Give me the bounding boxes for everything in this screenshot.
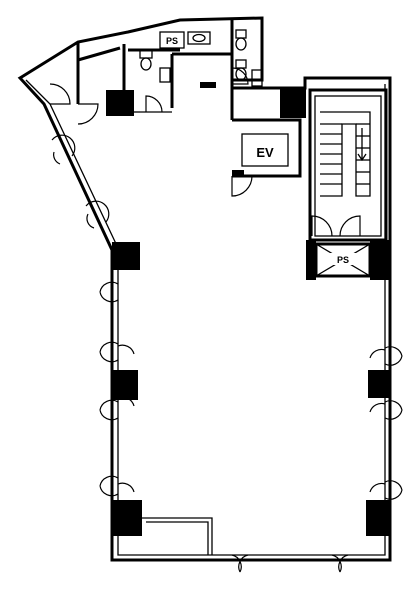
upper-left-rooms [76, 20, 306, 178]
window-swing [369, 348, 386, 359]
main-columns [112, 242, 390, 536]
window-swing [51, 134, 76, 165]
stair-enclosure-inner [314, 95, 382, 237]
outer-walls [17, 16, 392, 562]
alcove-wall [142, 517, 213, 555]
door-swing [231, 175, 253, 197]
column [112, 370, 138, 400]
window-swing [384, 480, 403, 500]
door-swing [77, 103, 99, 125]
stair-enclosure [308, 88, 388, 242]
ps-top-label: PS [166, 36, 178, 46]
stairwell [308, 88, 388, 242]
stair-treads [320, 123, 370, 185]
ps-shaft-bottom: PS [306, 240, 390, 280]
window-swing [99, 399, 119, 421]
alcove-wall [146, 521, 209, 555]
column [232, 170, 244, 176]
ps-bottom-label: PS [337, 255, 349, 265]
column [200, 82, 216, 88]
ps-bottom-box [314, 242, 372, 278]
toilet-fixtures [139, 29, 263, 87]
column [306, 240, 316, 280]
door-swings [49, 67, 253, 197]
column [112, 242, 140, 270]
elevator-shaft [241, 133, 289, 167]
window-swing [99, 281, 119, 303]
lower-left-alcove [142, 517, 213, 555]
window-swing [85, 200, 110, 229]
toilet-icon [235, 59, 247, 81]
column [370, 240, 390, 280]
ps-shaft-top: PS [159, 31, 185, 49]
column [112, 500, 142, 536]
window-swing [99, 475, 119, 497]
elevator: EV [232, 133, 289, 176]
room-wall [232, 118, 302, 178]
column [366, 500, 390, 536]
column [368, 370, 390, 398]
window-swing [369, 402, 386, 413]
window-swing [384, 346, 403, 366]
window-swing [331, 554, 349, 573]
window-swing [369, 482, 386, 493]
room-wall [77, 46, 121, 62]
window-swings [51, 134, 403, 573]
door-swing [49, 83, 71, 105]
door-swing [145, 95, 163, 113]
window-swing [117, 482, 135, 493]
window-swing [117, 396, 135, 407]
toilet-icon [235, 29, 247, 51]
window-swing [99, 341, 119, 363]
column [106, 90, 134, 116]
toilet-icon [139, 49, 153, 71]
sink-icon [251, 69, 263, 87]
window-swing [117, 344, 135, 355]
sink-icon [187, 31, 211, 45]
column [280, 88, 306, 118]
sink-icon [159, 67, 171, 83]
door-swing [231, 67, 249, 85]
exterior-wall [17, 16, 392, 562]
window-swing [384, 400, 403, 420]
elevator-label: EV [256, 145, 274, 160]
window-swing [231, 554, 249, 573]
stair-door [311, 215, 361, 237]
ps-top-box [159, 31, 185, 49]
stair-direction-arrow [357, 128, 367, 162]
exterior-wall-inner [25, 79, 386, 556]
